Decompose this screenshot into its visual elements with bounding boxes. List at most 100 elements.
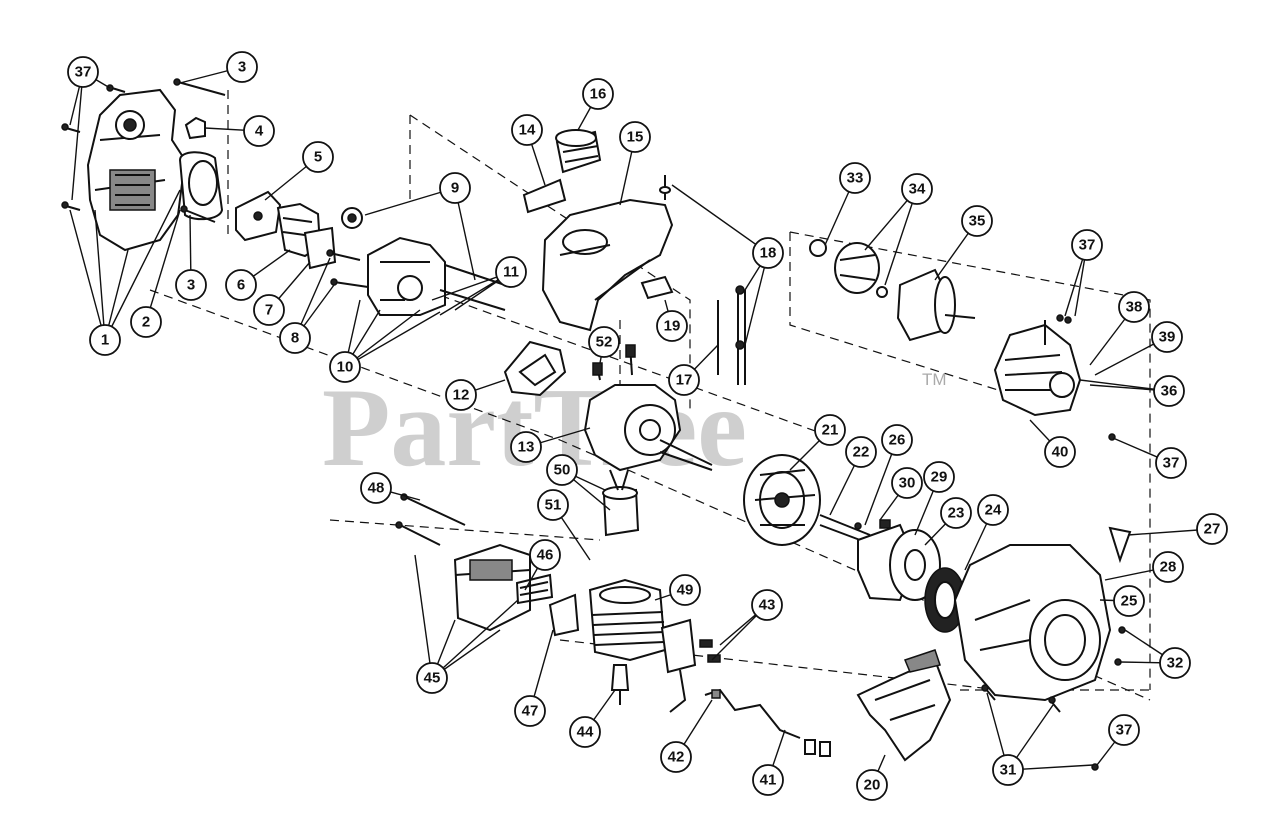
watermark-trademark: TM [922, 370, 947, 389]
piston [602, 469, 640, 537]
svg-text:7: 7 [265, 302, 273, 319]
callout: 3 [226, 51, 258, 83]
spark-plug [610, 664, 630, 705]
callout: 43 [751, 589, 783, 621]
callout: 37 [1108, 714, 1140, 746]
callout: 17 [668, 364, 700, 396]
callout: 1 [89, 324, 121, 356]
callout: 32 [1159, 647, 1191, 679]
svg-text:29: 29 [931, 469, 948, 486]
svg-text:3: 3 [187, 277, 195, 294]
muffler-bolts [395, 493, 466, 546]
svg-text:39: 39 [1159, 329, 1176, 346]
intake-gasket [503, 340, 567, 397]
svg-text:11: 11 [503, 264, 519, 281]
svg-text:2: 2 [142, 314, 150, 331]
callout: 40 [1044, 436, 1076, 468]
callout: 41 [752, 764, 784, 796]
housing-screws [981, 626, 1126, 771]
callout: 18 [752, 237, 784, 269]
callout: 23 [940, 497, 972, 529]
svg-text:38: 38 [1126, 299, 1143, 316]
fuel-filter [522, 178, 567, 214]
svg-text:37: 37 [1116, 722, 1133, 739]
svg-text:32: 32 [1167, 655, 1184, 672]
cylinder [588, 578, 667, 662]
filter-plate [235, 190, 282, 242]
callout: 8 [279, 322, 311, 354]
svg-text:24: 24 [985, 502, 1002, 519]
svg-text:50: 50 [554, 462, 571, 479]
svg-text:37: 37 [75, 64, 92, 81]
svg-text:44: 44 [577, 724, 594, 741]
svg-text:22: 22 [853, 444, 870, 461]
svg-text:25: 25 [1121, 593, 1138, 610]
svg-text:40: 40 [1052, 444, 1069, 461]
svg-text:49: 49 [677, 582, 694, 599]
callout: 19 [656, 310, 688, 342]
callout: 4 [243, 115, 275, 147]
svg-text:1: 1 [101, 332, 109, 349]
svg-text:35: 35 [969, 213, 986, 230]
svg-text:20: 20 [864, 777, 881, 794]
svg-text:18: 18 [760, 245, 777, 262]
callout: 22 [845, 436, 877, 468]
svg-text:37: 37 [1163, 455, 1180, 472]
choke-part [184, 116, 206, 140]
callout: 47 [514, 695, 546, 727]
callout: 37 [1155, 447, 1187, 479]
svg-text:17: 17 [676, 372, 693, 389]
svg-text:15: 15 [627, 129, 644, 146]
muffler-bracket [548, 593, 580, 637]
svg-text:9: 9 [451, 180, 459, 197]
callout: 11 [495, 256, 527, 288]
callout: 42 [660, 741, 692, 773]
callout: 37 [1071, 229, 1103, 261]
svg-text:43: 43 [759, 597, 776, 614]
svg-text:52: 52 [596, 334, 613, 351]
svg-text:3: 3 [238, 59, 246, 76]
primer-bulb [341, 207, 363, 229]
starter-housing [953, 526, 1132, 702]
callout: 15 [619, 121, 651, 153]
callout: 10 [329, 351, 361, 383]
callout: 27 [1196, 513, 1228, 545]
svg-text:46: 46 [537, 547, 554, 564]
callout: 33 [839, 162, 871, 194]
callout: 29 [923, 461, 955, 493]
callout: 51 [537, 489, 569, 521]
svg-text:26: 26 [889, 432, 906, 449]
clutch [809, 239, 976, 342]
callout: 52 [588, 326, 620, 358]
callout: 7 [253, 294, 285, 326]
fuel-cap [555, 129, 602, 174]
svg-text:37: 37 [1079, 237, 1096, 254]
svg-text:42: 42 [668, 749, 685, 766]
callout: 31 [992, 754, 1024, 786]
callout: 35 [961, 205, 993, 237]
svg-text:6: 6 [237, 277, 245, 294]
callout: 9 [439, 172, 471, 204]
svg-text:19: 19 [664, 318, 681, 335]
callout: 45 [416, 662, 448, 694]
callout: 37 [67, 56, 99, 88]
tank-mount [640, 275, 674, 300]
callout: 21 [814, 414, 846, 446]
callout: 34 [901, 173, 933, 205]
svg-text:30: 30 [899, 475, 916, 492]
svg-text:47: 47 [522, 703, 539, 720]
svg-text:13: 13 [518, 439, 535, 456]
callout: 44 [569, 716, 601, 748]
callout: 46 [529, 539, 561, 571]
callout: 20 [856, 769, 888, 801]
callout: 3 [175, 269, 207, 301]
callout: 38 [1118, 291, 1150, 323]
callout: 48 [360, 472, 392, 504]
fuel-tank [541, 198, 674, 332]
svg-text:28: 28 [1160, 559, 1177, 576]
svg-text:51: 51 [545, 497, 562, 514]
svg-text:12: 12 [453, 387, 470, 404]
callout: 14 [511, 114, 543, 146]
svg-text:5: 5 [314, 149, 322, 166]
